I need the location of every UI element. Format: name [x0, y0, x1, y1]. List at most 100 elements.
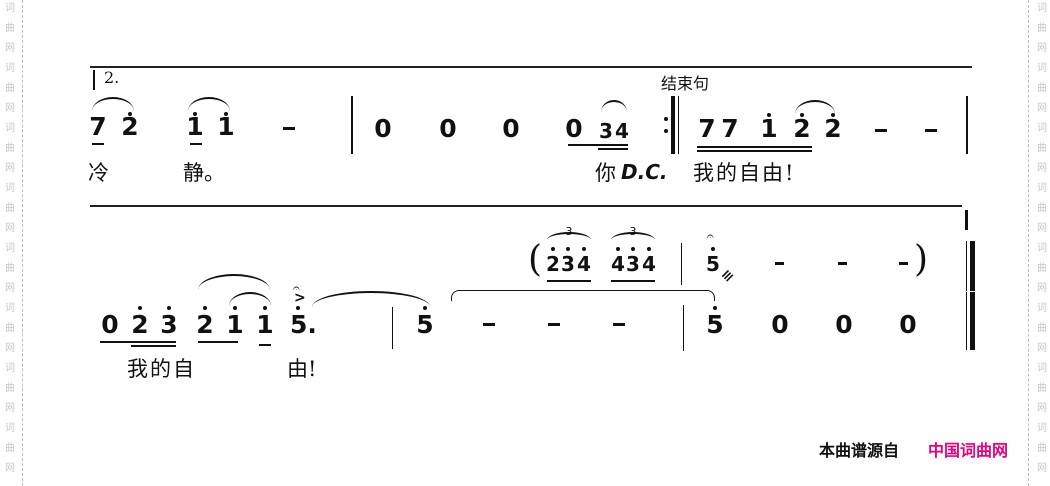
sixteenth-underline	[131, 345, 176, 347]
note: 4	[611, 252, 625, 276]
watermark-char: 曲	[5, 323, 15, 334]
tremolo-icon: ≡	[718, 266, 738, 286]
extension-dash	[483, 323, 495, 326]
octave-dot	[193, 112, 197, 116]
barline	[683, 305, 684, 351]
watermark-char: 词	[1037, 123, 1047, 134]
volta-label: 2.	[104, 68, 120, 87]
watermark-char: 曲	[5, 443, 15, 454]
eighth-underline	[547, 280, 591, 282]
note: 4	[642, 252, 656, 276]
watermark-char: 网	[1037, 163, 1047, 174]
watermark-char: 网	[1037, 343, 1047, 354]
note: 7	[698, 114, 716, 143]
lyric: 静。	[183, 161, 225, 185]
watermark-char: 曲	[5, 203, 15, 214]
octave-dot	[831, 113, 835, 117]
fermata-icon: 𝄐	[707, 229, 714, 243]
slur	[92, 97, 134, 111]
lyric: 我的自	[127, 357, 196, 381]
watermark-char: 网	[5, 283, 15, 294]
extension-dash	[283, 127, 295, 130]
watermark-char: 网	[5, 343, 15, 354]
credit-prefix: 本曲谱源自	[819, 441, 900, 460]
triplet-bracket	[611, 232, 655, 240]
octave-dot	[423, 306, 427, 310]
note: 1	[760, 114, 778, 143]
barline	[392, 307, 393, 349]
note: 5	[706, 310, 724, 339]
watermark-char: 网	[5, 403, 15, 414]
octave-dot	[203, 306, 207, 310]
credit-site-link[interactable]: 中国词曲网	[928, 441, 1009, 460]
repeat-dot	[664, 117, 668, 121]
octave-dot	[128, 112, 132, 116]
watermark-char: 词	[1037, 63, 1047, 74]
watermark-char: 曲	[5, 83, 15, 94]
watermark-char: 曲	[1037, 83, 1047, 94]
eighth-underline	[697, 146, 812, 148]
watermark-char: 词	[5, 63, 15, 74]
rest: 0	[565, 114, 583, 143]
extension-dash	[613, 323, 625, 326]
watermark-char: 词	[1037, 363, 1047, 374]
note: 3	[599, 119, 613, 143]
octave-dot	[711, 247, 715, 251]
final-barline-thin	[966, 292, 967, 350]
watermark-char: 词	[5, 303, 15, 314]
watermark-char: 网	[1037, 403, 1047, 414]
rest: 0	[835, 310, 853, 339]
barline	[966, 96, 968, 154]
octave-dot	[582, 247, 586, 251]
watermark-left: 词曲网词曲网词曲网词曲网词曲网词曲网词曲网词曲网	[2, 0, 18, 486]
octave-dot	[551, 247, 555, 251]
rest: 0	[899, 310, 917, 339]
system-1-top-rule	[90, 66, 972, 68]
note: 2	[824, 114, 842, 143]
watermark-right: 词曲网词曲网词曲网词曲网词曲网词曲网词曲网词曲网	[1034, 0, 1050, 486]
note: 2	[131, 310, 149, 339]
watermark-char: 网	[1037, 463, 1047, 474]
sixteenth-underline	[697, 150, 812, 152]
watermark-char: 曲	[1037, 23, 1047, 34]
watermark-char: 网	[5, 163, 15, 174]
slur	[198, 274, 270, 290]
octave-dot	[566, 247, 570, 251]
watermark-char: 曲	[1037, 443, 1047, 454]
watermark-char: 词	[5, 183, 15, 194]
extension-dash	[925, 129, 937, 132]
rest: 0	[101, 310, 119, 339]
watermark-char: 曲	[1037, 203, 1047, 214]
note: 2	[793, 114, 811, 143]
eighth-underline	[92, 143, 104, 145]
final-barline-thin	[966, 241, 967, 291]
repeat-dot	[664, 129, 668, 133]
watermark-char: 曲	[5, 23, 15, 34]
octave-dot	[224, 112, 228, 116]
note: 7	[89, 112, 107, 141]
extension-dash	[899, 262, 908, 265]
final-barline-thick	[970, 292, 975, 350]
watermark-char: 词	[1037, 423, 1047, 434]
eighth-underline	[259, 344, 271, 346]
triplet-bracket	[547, 232, 591, 240]
left-dashed-border	[22, 0, 23, 486]
octave-dot	[767, 113, 771, 117]
watermark-char: 词	[5, 363, 15, 374]
extension-dash	[875, 129, 887, 132]
watermark-char: 曲	[1037, 323, 1047, 334]
note: 3	[160, 310, 178, 339]
note: 2	[121, 112, 139, 141]
octave-dot	[167, 306, 171, 310]
slur	[795, 100, 835, 114]
watermark-char: 网	[5, 223, 15, 234]
tie-bracket	[451, 290, 715, 301]
accent-icon: >	[294, 290, 306, 306]
watermark-char: 网	[5, 43, 15, 54]
watermark-char: 网	[5, 463, 15, 474]
volta-bracket	[93, 70, 95, 90]
octave-dot	[138, 306, 142, 310]
note: 1	[256, 310, 274, 339]
note: 2	[196, 310, 214, 339]
sixteenth-underline	[598, 148, 628, 150]
